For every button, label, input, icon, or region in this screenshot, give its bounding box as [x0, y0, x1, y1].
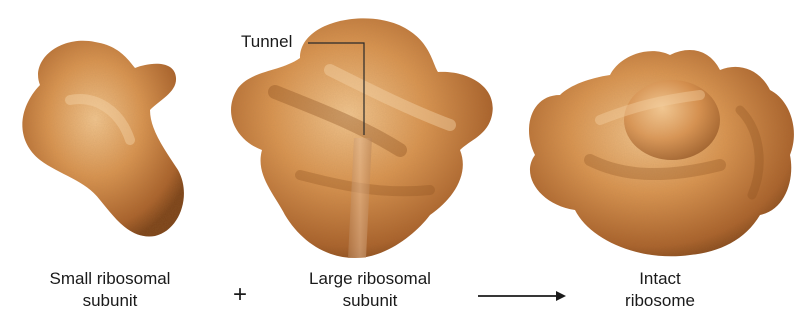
intact-ribosome-caption-line1: Intact — [600, 268, 720, 290]
plus-sign: + — [233, 281, 247, 309]
large-subunit-caption-line2: subunit — [280, 290, 460, 312]
right-arrow-icon — [478, 291, 566, 301]
small-subunit-shape — [22, 41, 184, 237]
intact-ribosome-caption: Intact ribosome — [600, 268, 720, 312]
large-subunit-caption: Large ribosomal subunit — [280, 268, 460, 312]
small-subunit-caption: Small ribosomal subunit — [30, 268, 190, 312]
tunnel-label: Tunnel — [241, 32, 292, 52]
intact-ribosome-caption-line2: ribosome — [600, 290, 720, 312]
small-subunit-caption-line1: Small ribosomal — [30, 268, 190, 290]
large-subunit-caption-line1: Large ribosomal — [280, 268, 460, 290]
intact-ribosome-shape — [529, 50, 794, 256]
small-subunit-caption-line2: subunit — [30, 290, 190, 312]
